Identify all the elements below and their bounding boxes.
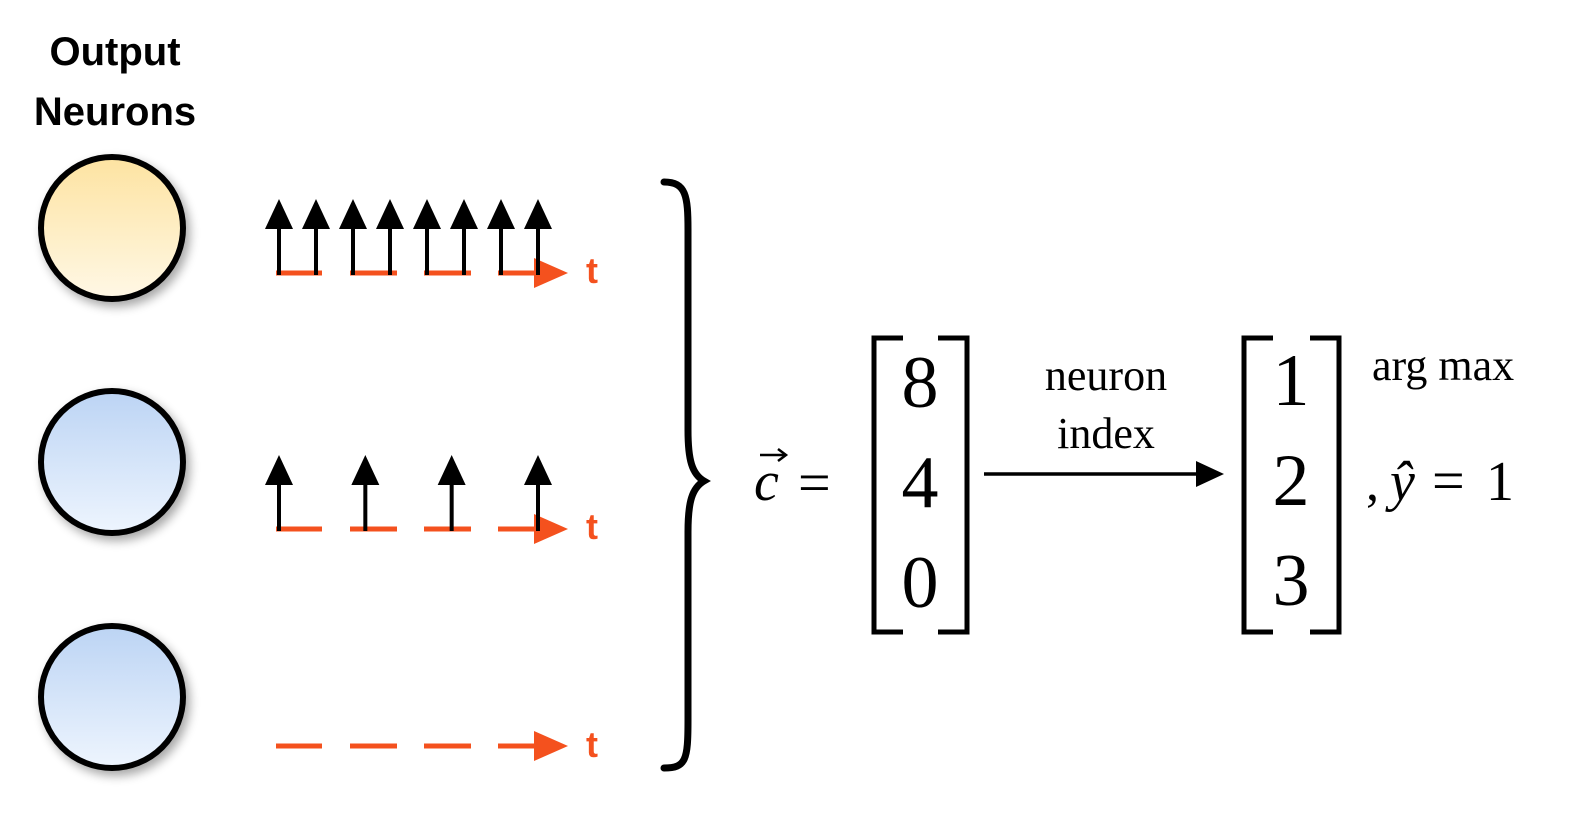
grouping-brace xyxy=(660,178,711,772)
count-value-2: 4 xyxy=(902,442,939,524)
vector-arrow-head xyxy=(777,448,789,462)
prediction-symbol: ŷ xyxy=(1385,451,1415,513)
index-value-2: 2 xyxy=(1273,440,1310,522)
spike-arrowhead xyxy=(265,455,293,485)
arrow-label-line-2: index xyxy=(1057,409,1155,458)
spike-arrowhead xyxy=(302,199,330,229)
time-label-2: t xyxy=(586,506,598,547)
spike-arrowhead xyxy=(265,199,293,229)
index-value-3: 3 xyxy=(1273,540,1310,622)
time-label-1: t xyxy=(586,250,598,291)
index-left-bracket xyxy=(1241,335,1273,635)
count-equals-sign: = xyxy=(798,450,831,515)
neuron-3 xyxy=(38,623,186,771)
spike-arrowhead xyxy=(351,455,380,485)
arrow-label-line-1: neuron xyxy=(1045,351,1167,400)
spike-arrowhead xyxy=(376,199,404,229)
neuron-1 xyxy=(38,154,186,302)
count-vector-label: c = xyxy=(754,448,831,515)
spike-arrowhead xyxy=(524,455,552,485)
spike-arrowhead xyxy=(339,199,367,229)
diagram-title: Output Neurons xyxy=(0,22,230,142)
spike-trains xyxy=(265,199,568,761)
time-axis-arrowhead xyxy=(534,731,568,761)
count-left-bracket xyxy=(871,335,903,635)
vector-c-symbol: c xyxy=(754,451,779,513)
time-axis-arrowhead xyxy=(534,258,568,288)
prediction-equals: = xyxy=(1432,448,1465,513)
count-right-bracket xyxy=(938,335,970,635)
neuron-2 xyxy=(38,388,186,536)
spike-arrowhead xyxy=(524,199,552,229)
argmax-label: arg max xyxy=(1372,341,1514,390)
spike-arrowhead xyxy=(487,199,515,229)
spike-arrowhead xyxy=(413,199,441,229)
prediction-comma: , xyxy=(1366,455,1379,512)
spike-arrowhead xyxy=(437,455,466,485)
spike-arrowhead xyxy=(450,199,478,229)
prediction-value: 1 xyxy=(1486,451,1514,513)
time-label-3: t xyxy=(586,724,598,765)
count-value-3: 0 xyxy=(902,542,939,624)
count-value-1: 8 xyxy=(902,342,939,424)
index-right-bracket xyxy=(1310,335,1342,635)
mapping-arrow-head xyxy=(1196,461,1224,487)
title-line-2: Neurons xyxy=(33,90,197,134)
index-value-1: 1 xyxy=(1273,340,1310,422)
time-axis-arrowhead xyxy=(534,514,568,544)
title-line-1: Output xyxy=(49,30,181,74)
